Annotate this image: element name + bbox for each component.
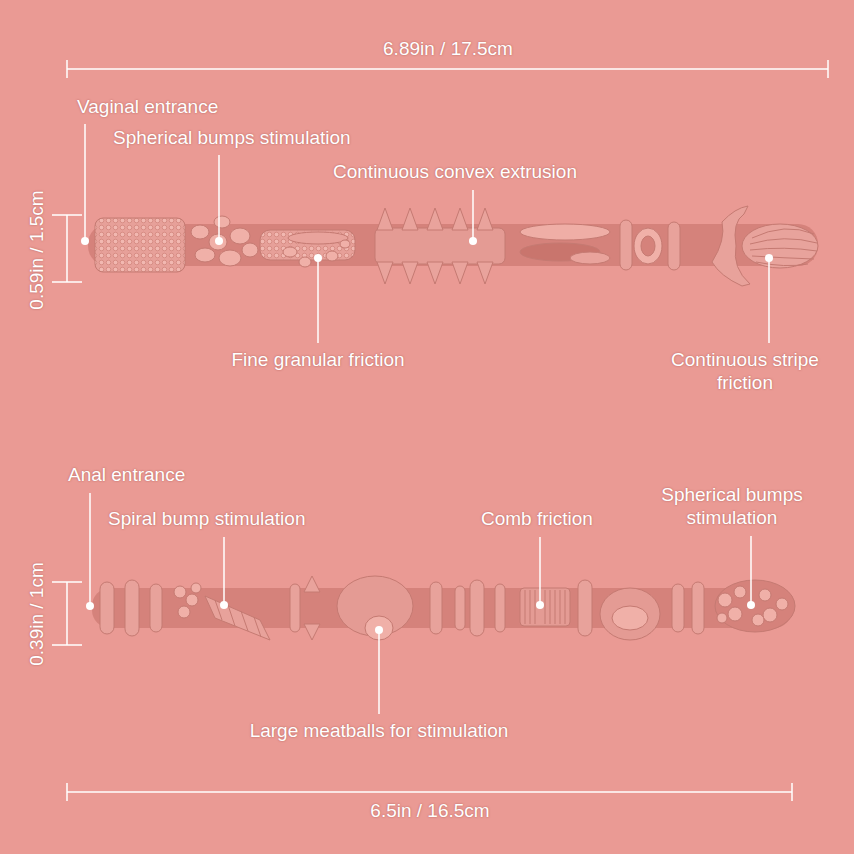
leader-lines xyxy=(85,124,769,714)
callout-label: Comb friction xyxy=(481,508,593,531)
dimension-label: 6.89in / 17.5cm xyxy=(318,38,578,61)
callout-label: Vaginal entrance xyxy=(77,96,218,119)
callout-label: Spiral bump stimulation xyxy=(108,508,305,531)
leader-dots xyxy=(81,237,773,634)
callout-label: Spherical bumps stimulation xyxy=(113,127,351,150)
dimension-label: 0.59in / 1.5cm xyxy=(26,190,49,309)
callout-label: Fine granular friction xyxy=(188,349,448,372)
callout-label: Anal entrance xyxy=(68,464,185,487)
dimension-label: 0.39in / 1cm xyxy=(26,562,49,666)
callout-label: Continuous stripe friction xyxy=(650,349,840,395)
callout-label: Spherical bumps stimulation xyxy=(647,484,817,530)
upper-channel xyxy=(88,206,818,286)
callout-label: Continuous convex extrusion xyxy=(333,161,577,184)
dimension-lines xyxy=(52,60,828,801)
callout-label: Large meatballs for stimulation xyxy=(209,720,549,743)
dimension-label: 6.5in / 16.5cm xyxy=(300,800,560,823)
lower-channel xyxy=(92,576,795,640)
